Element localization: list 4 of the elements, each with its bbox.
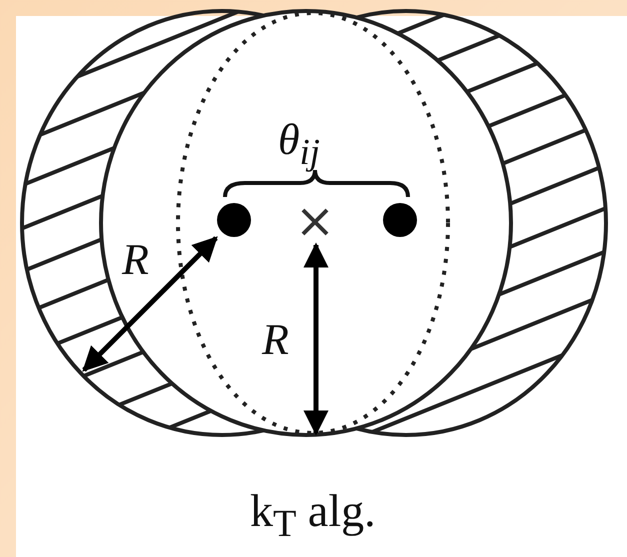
angle-label: θ$_{ij}$ (278, 118, 320, 170)
radius-label: R (262, 318, 289, 362)
radius-label: R (122, 238, 149, 282)
caption: k$_{T}$ alg. (250, 488, 376, 544)
